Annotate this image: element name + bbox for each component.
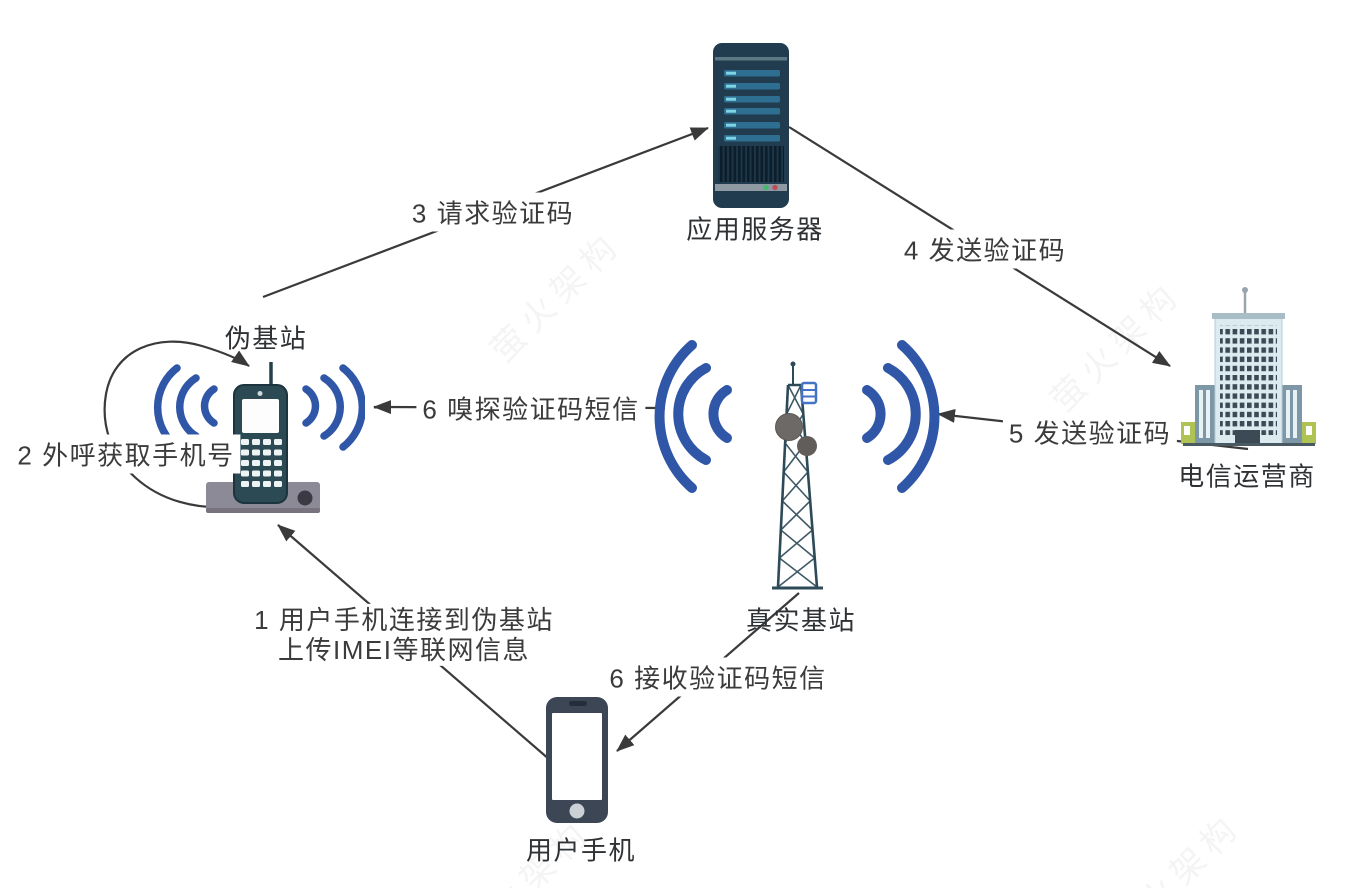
- label-step6-receive: 6 接收验证码短信: [603, 657, 833, 697]
- dish-icon: [775, 413, 803, 441]
- telecom-building-icon: [1181, 287, 1316, 446]
- label-step1-line2: 上传IMEI等联网信息: [278, 635, 530, 665]
- signal-waves-icon: [654, 340, 940, 493]
- label-step1-line1: 1 用户手机连接到伪基站: [254, 604, 554, 635]
- arrow-step2-outbound-call-loop: [103, 340, 250, 509]
- label-step3: 3 请求验证码: [405, 192, 581, 232]
- phone-speaker-icon: [569, 701, 587, 706]
- user-phone-icon: [546, 697, 608, 823]
- label-user-phone: 用户手机: [525, 835, 637, 866]
- real-base-station-icon: [654, 340, 940, 590]
- label-telecom-operator: 电信运营商: [1178, 461, 1316, 492]
- label-app-server: 应用服务器: [686, 214, 824, 245]
- label-step2: 2 外呼获取手机号: [11, 434, 241, 474]
- label-real-base-station: 真实基站: [745, 605, 857, 636]
- label-step5: 5 发送验证码: [1002, 412, 1178, 452]
- keypad-icon: [241, 439, 282, 487]
- home-button-icon: [569, 803, 585, 819]
- antenna-panel-icon: [800, 381, 818, 405]
- label-step1: 1 用户手机连接到伪基站 上传IMEI等联网信息: [248, 603, 560, 667]
- label-step4: 4 发送验证码: [897, 229, 1073, 269]
- app-server-icon: [713, 43, 789, 208]
- dish-icon: [797, 436, 817, 456]
- label-fake-base-station: 伪基站: [224, 323, 308, 354]
- label-step6-sniff: 6 嗅探验证码短信: [416, 388, 646, 428]
